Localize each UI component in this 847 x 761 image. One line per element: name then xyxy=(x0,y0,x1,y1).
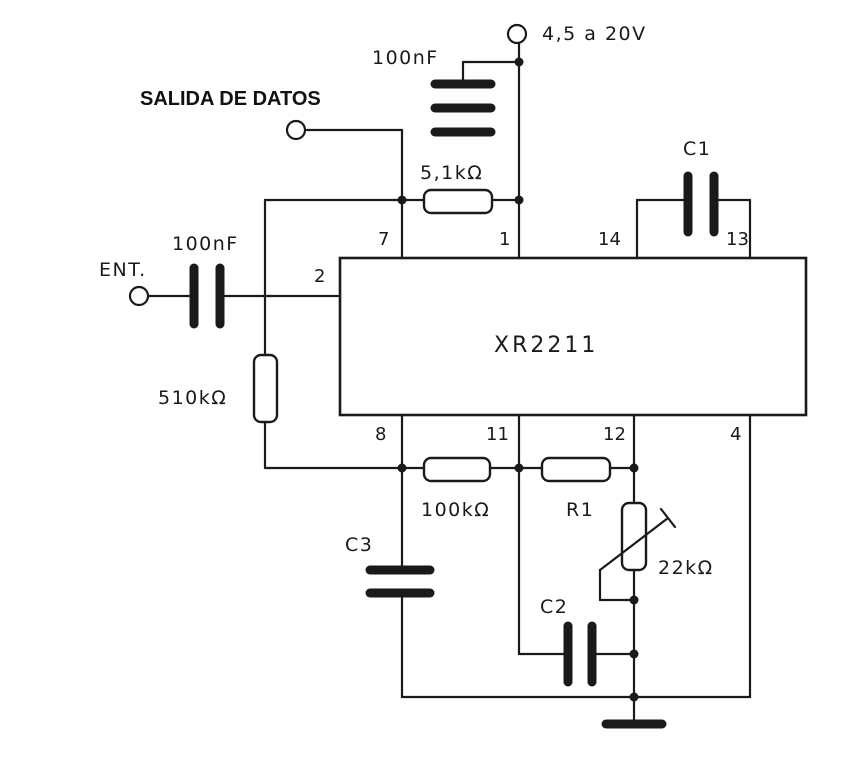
ic-label: XR2211 xyxy=(494,333,598,358)
pin-11-label: 11 xyxy=(486,424,509,445)
resistor-100k xyxy=(422,456,492,483)
c2-label: C2 xyxy=(540,596,568,618)
input-label: ENT. xyxy=(99,259,147,281)
output-section xyxy=(263,119,521,260)
output-terminal xyxy=(285,119,307,141)
c1-section xyxy=(635,171,752,260)
supply-cap-label: 100nF xyxy=(372,47,439,69)
pin-14-label: 14 xyxy=(598,229,621,250)
resistor-510k xyxy=(252,353,279,424)
resistor-100k-label: 100kΩ xyxy=(421,499,490,521)
supply-label: 4,5 a 20V xyxy=(542,23,647,45)
pin-13-label: 13 xyxy=(726,229,749,250)
pin-1-label: 1 xyxy=(499,229,510,250)
resistor-r1 xyxy=(540,456,612,483)
input-section xyxy=(128,263,342,329)
pin-4-label: 4 xyxy=(730,424,741,445)
supply-terminal xyxy=(506,23,528,45)
bottom-section xyxy=(365,413,752,729)
ic-xr2211 xyxy=(338,256,808,417)
resistor-510k-label: 510kΩ xyxy=(158,387,227,409)
supply-section xyxy=(430,23,528,260)
resistor-r1-label: R1 xyxy=(566,499,594,521)
pin-8-label: 8 xyxy=(375,424,386,445)
output-label: SALIDA DE DATOS xyxy=(140,88,321,110)
resistor-5k1-label: 5,1kΩ xyxy=(420,162,483,184)
pin-12-label: 12 xyxy=(603,424,626,445)
bias-section xyxy=(252,198,426,470)
potentiometer-label: 22kΩ xyxy=(658,557,714,579)
c1-label: C1 xyxy=(683,138,711,160)
resistor-5k1 xyxy=(422,188,494,215)
pin-2-label: 2 xyxy=(314,266,325,287)
c3-label: C3 xyxy=(345,534,373,556)
pin-7-label: 7 xyxy=(378,229,389,250)
input-terminal xyxy=(128,285,150,307)
input-cap-label: 100nF xyxy=(172,233,239,255)
